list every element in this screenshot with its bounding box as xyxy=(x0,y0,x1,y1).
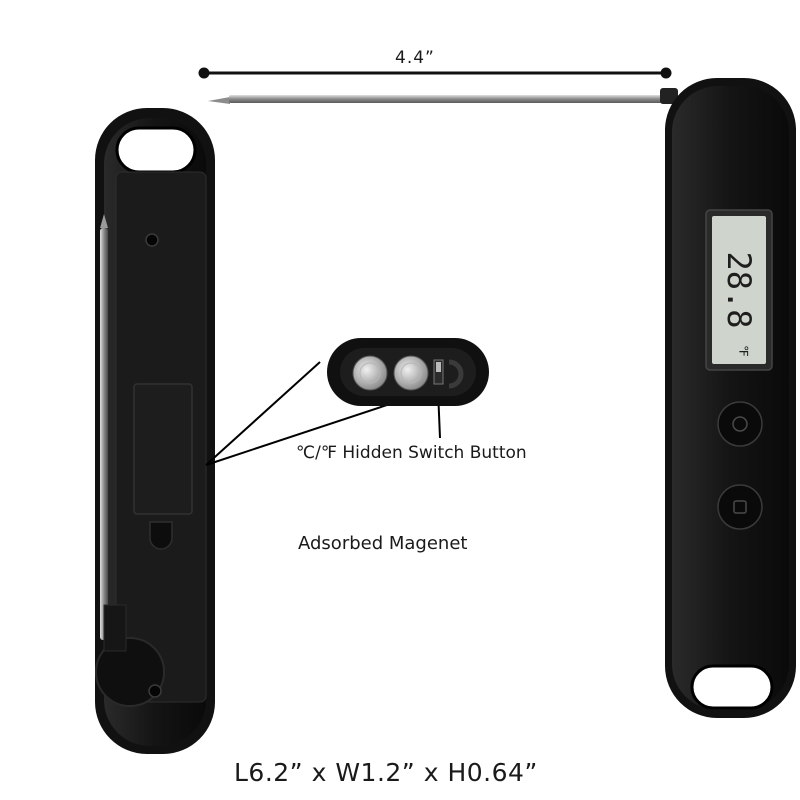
folded-probe xyxy=(100,228,108,640)
lcd-screen xyxy=(712,216,766,364)
lcd-reading: 28.8 xyxy=(720,250,758,330)
screw-top xyxy=(145,233,159,247)
hang-hole-back xyxy=(115,126,197,174)
probe-hinge xyxy=(95,637,165,707)
extended-probe xyxy=(229,95,667,103)
battery-cover xyxy=(133,383,193,515)
power-icon xyxy=(732,416,748,432)
thermometer-front-view xyxy=(208,78,796,718)
probe-length-dimension xyxy=(198,67,672,79)
battery-compartment-inset xyxy=(327,338,489,406)
probe-length-label: 4.4” xyxy=(395,48,435,68)
lcd-reading-value: 28.8 xyxy=(720,251,758,329)
switch-button-label: ℃/℉ Hidden Switch Button xyxy=(296,443,527,463)
lcd-unit: ℉ xyxy=(736,345,751,357)
hold-icon xyxy=(733,500,747,514)
hold-button xyxy=(717,484,763,530)
thermometer-back-view xyxy=(95,108,215,754)
probe-tip xyxy=(208,97,230,104)
coin-battery-icon xyxy=(393,355,429,391)
screw-bottom xyxy=(148,684,162,698)
magnet-label: Adsorbed Magenet xyxy=(298,533,468,554)
dimensions-label: L6.2” x W1.2” x H0.64” xyxy=(234,758,538,787)
hang-hole-front xyxy=(690,664,774,710)
power-button xyxy=(717,401,763,447)
coin-battery-icon xyxy=(352,355,388,391)
